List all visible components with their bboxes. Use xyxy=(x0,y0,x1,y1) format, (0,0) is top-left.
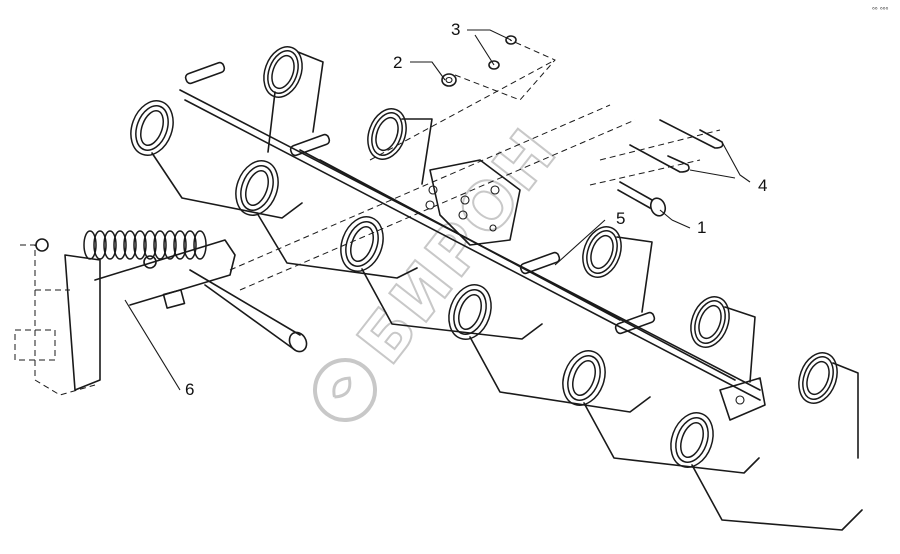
tine-1 xyxy=(263,46,324,153)
tine-bar xyxy=(179,89,761,401)
bar-clips xyxy=(184,61,656,335)
center-brackets xyxy=(425,159,521,246)
tine-6 xyxy=(582,226,653,313)
leader-lines xyxy=(124,29,751,391)
callout-3-label: 3 xyxy=(451,20,460,39)
tine-5 xyxy=(340,216,543,340)
tine-10 xyxy=(798,352,859,459)
callout-4-label: 4 xyxy=(758,176,767,195)
watermark: БИРОН xyxy=(313,113,574,422)
tine-8 xyxy=(690,296,756,383)
tine-3 xyxy=(367,108,433,185)
tine-9 xyxy=(562,350,760,474)
nut-part xyxy=(441,73,457,87)
bolt-part xyxy=(617,181,667,217)
tine-4 xyxy=(235,160,418,279)
corner-mark: ⁶⁶ ⁶⁶⁶ xyxy=(872,6,888,14)
washer-part xyxy=(488,35,517,70)
callout-2-label: 2 xyxy=(393,53,402,72)
tension-spring-assembly xyxy=(14,230,308,396)
callout-6-label: 6 xyxy=(185,380,194,399)
tine-2 xyxy=(130,100,303,219)
pin-parts xyxy=(629,119,724,173)
tine-11 xyxy=(670,412,863,531)
tine-7 xyxy=(448,284,651,413)
end-bracket xyxy=(719,377,766,421)
callout-1-label: 1 xyxy=(697,218,706,237)
callout-5-label: 5 xyxy=(616,209,625,228)
coil-spring xyxy=(83,230,207,260)
spring-tines xyxy=(130,46,863,531)
